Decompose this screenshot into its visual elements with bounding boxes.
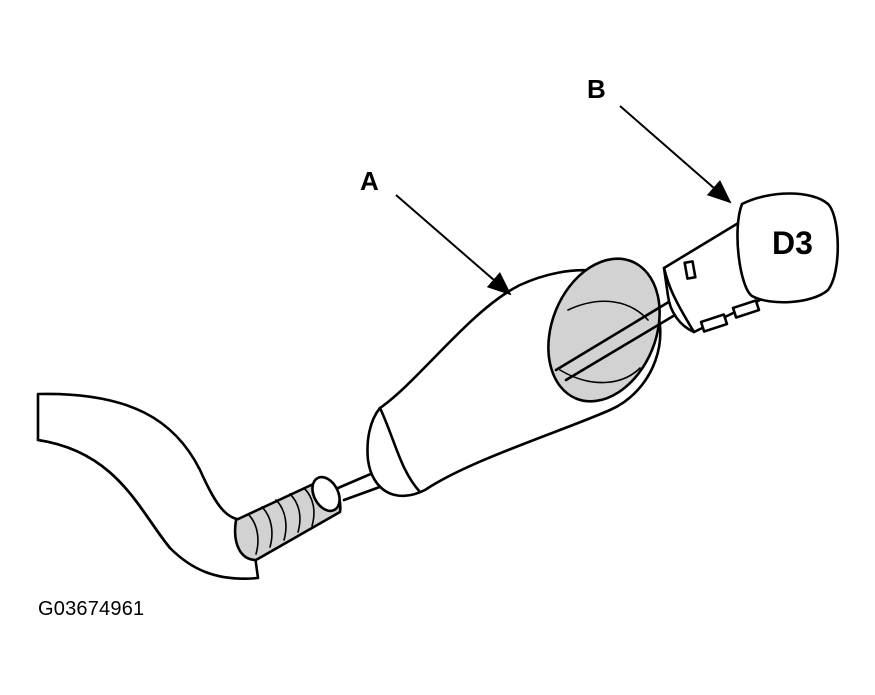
callout-a: A <box>360 166 512 296</box>
figure-id: G03674961 <box>38 598 145 620</box>
callout-label-a: A <box>360 166 379 196</box>
connector-b: D3 <box>662 192 840 334</box>
callout-label-b: B <box>587 74 606 104</box>
wire-harness <box>36 392 260 580</box>
callout-b: B <box>587 74 732 204</box>
connector-marking: D3 <box>772 225 813 261</box>
tool-a <box>366 257 682 498</box>
wire-sleeve <box>233 475 342 562</box>
